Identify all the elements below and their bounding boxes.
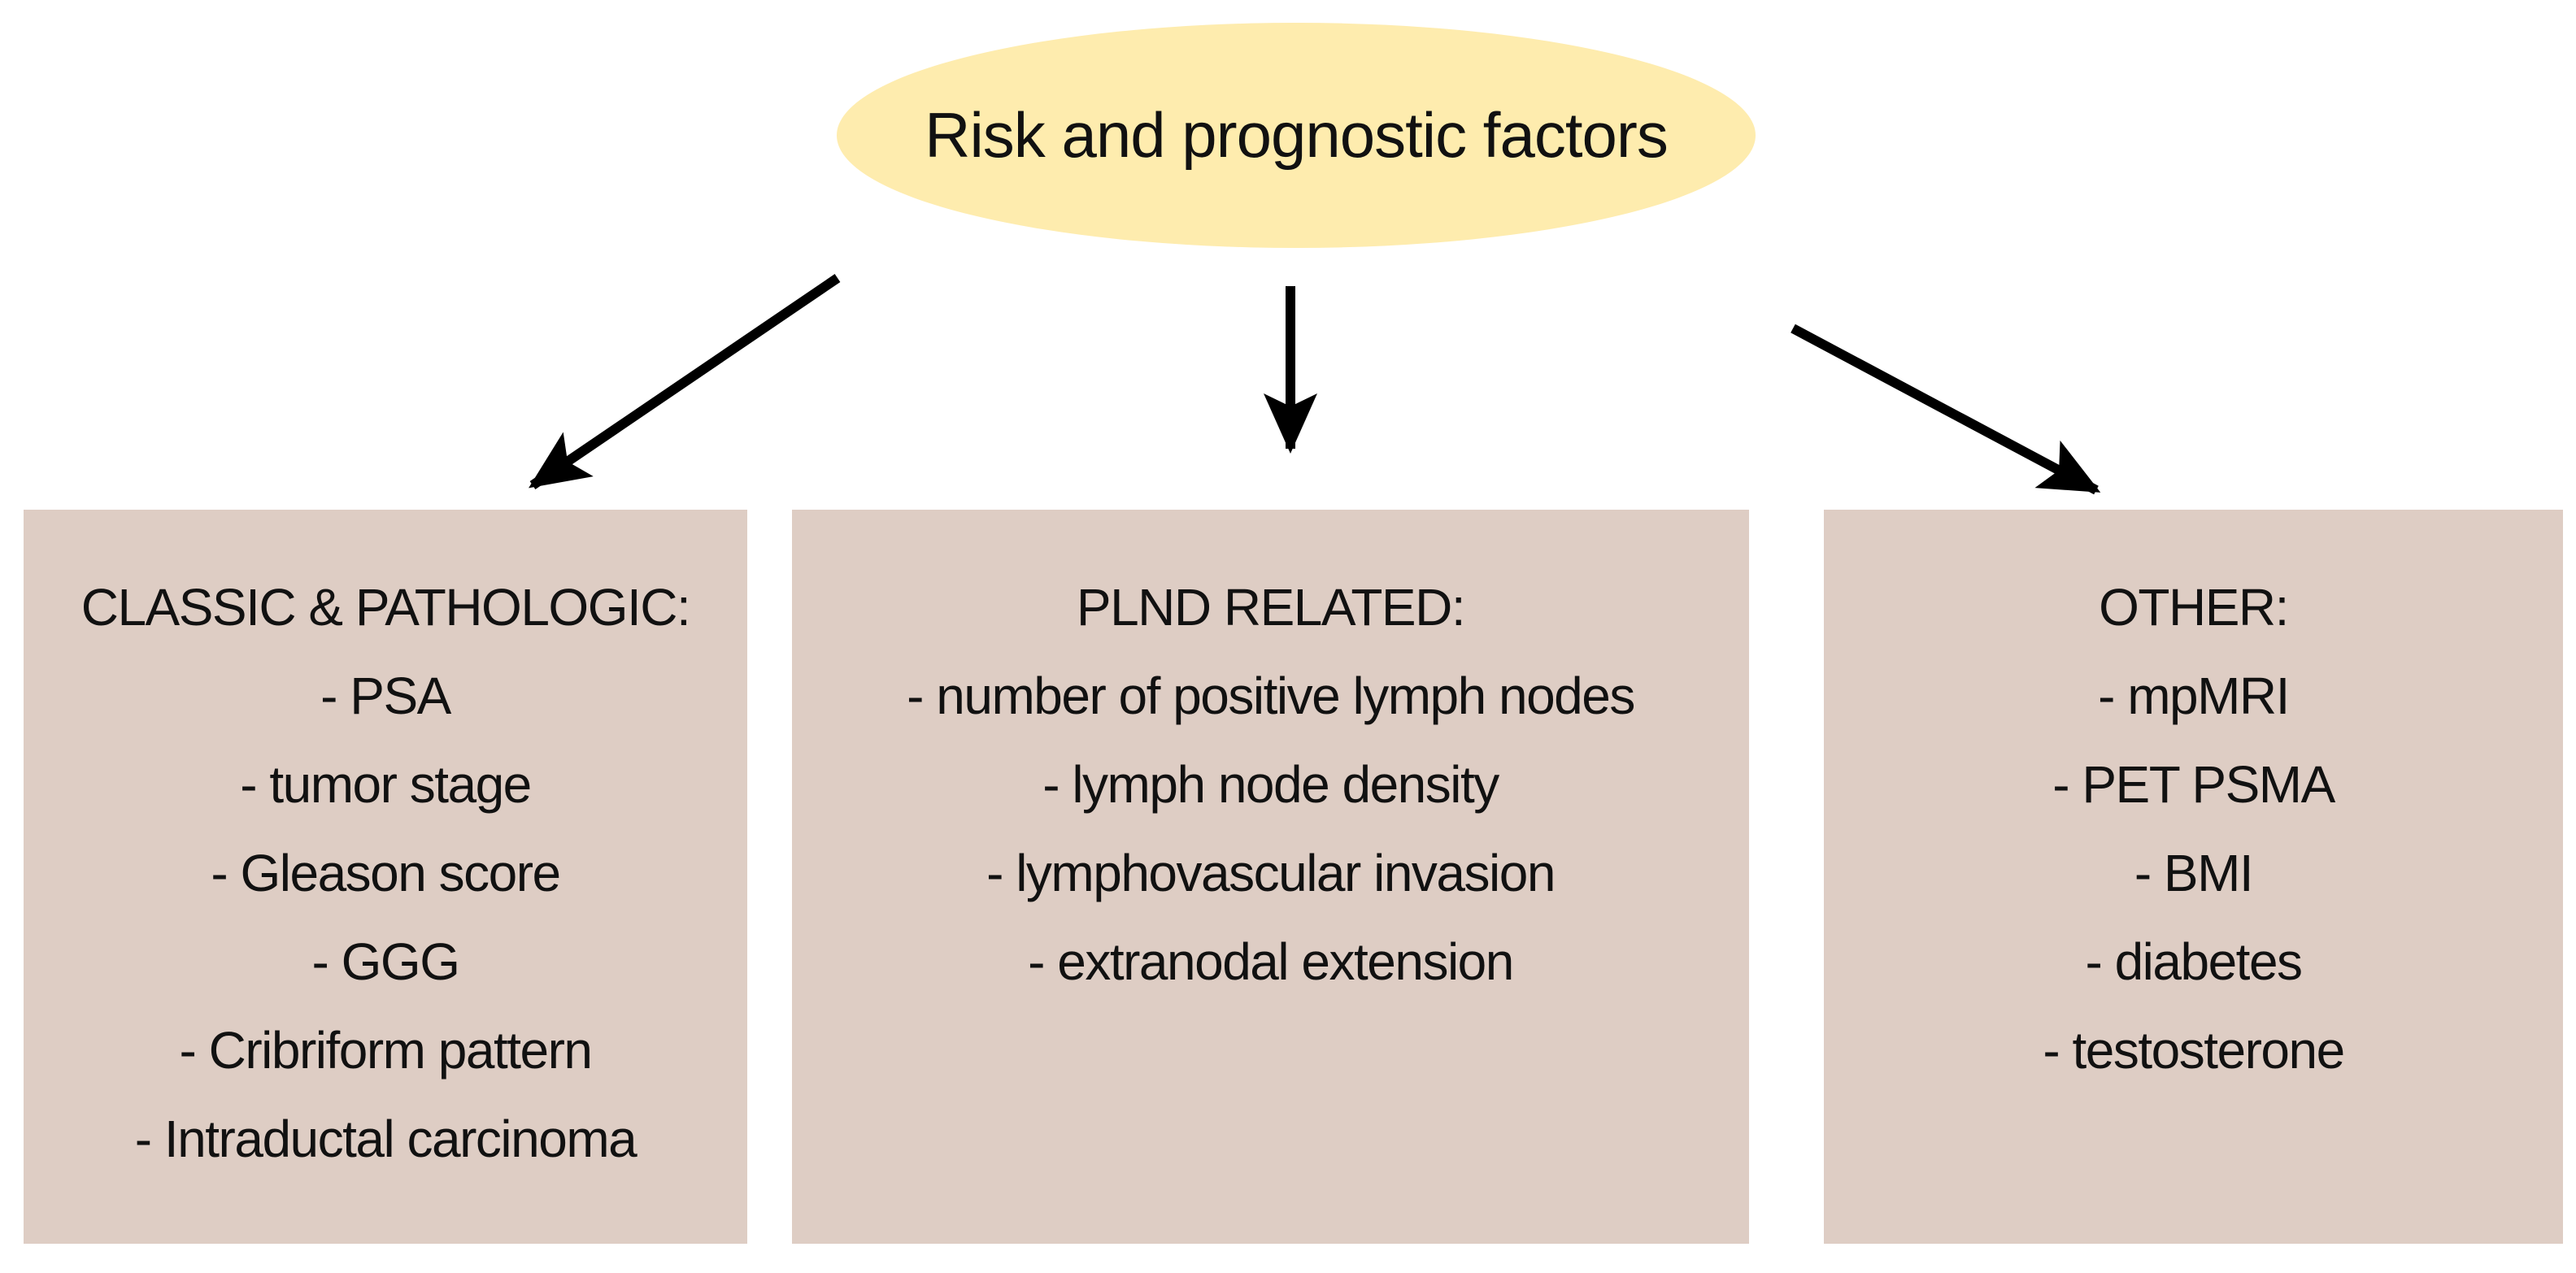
box-heading: PLND RELATED: [1076, 578, 1466, 636]
root-node: Risk and prognostic factors [837, 23, 1756, 248]
arrow-to-classic-icon [529, 274, 841, 489]
box-heading: OTHER: [2099, 578, 2289, 636]
list-item: - Gleason score [211, 844, 561, 902]
list-item: - Intraductal carcinoma [134, 1110, 637, 1168]
box-classic-pathologic: CLASSIC & PATHOLOGIC: - PSA - tumor stag… [24, 510, 747, 1244]
list-item: - diabetes [2085, 932, 2303, 991]
box-heading: CLASSIC & PATHOLOGIC: [80, 578, 691, 636]
box-plnd-related: PLND RELATED: - number of positive lymph… [792, 510, 1749, 1244]
arrow-to-other-icon [1791, 324, 2101, 495]
root-node-label: Risk and prognostic factors [925, 99, 1669, 171]
list-item: - number of positive lymph nodes [907, 667, 1635, 725]
list-item: - extranodal extension [1028, 932, 1514, 991]
list-item: - tumor stage [240, 755, 532, 814]
box-other: OTHER: - mpMRI - PET PSMA - BMI - diabet… [1824, 510, 2563, 1244]
list-item: - PET PSMA [2052, 755, 2335, 814]
list-item: - PSA [320, 667, 451, 725]
list-item: - BMI [2134, 844, 2254, 902]
list-item: - lymphovascular invasion [986, 844, 1556, 902]
list-item: - lymph node density [1042, 755, 1499, 814]
list-item: - Cribriform pattern [179, 1021, 594, 1080]
list-item: - testosterone [2043, 1021, 2345, 1080]
list-item: - mpMRI [2098, 667, 2290, 725]
list-item: - GGG [311, 932, 460, 991]
